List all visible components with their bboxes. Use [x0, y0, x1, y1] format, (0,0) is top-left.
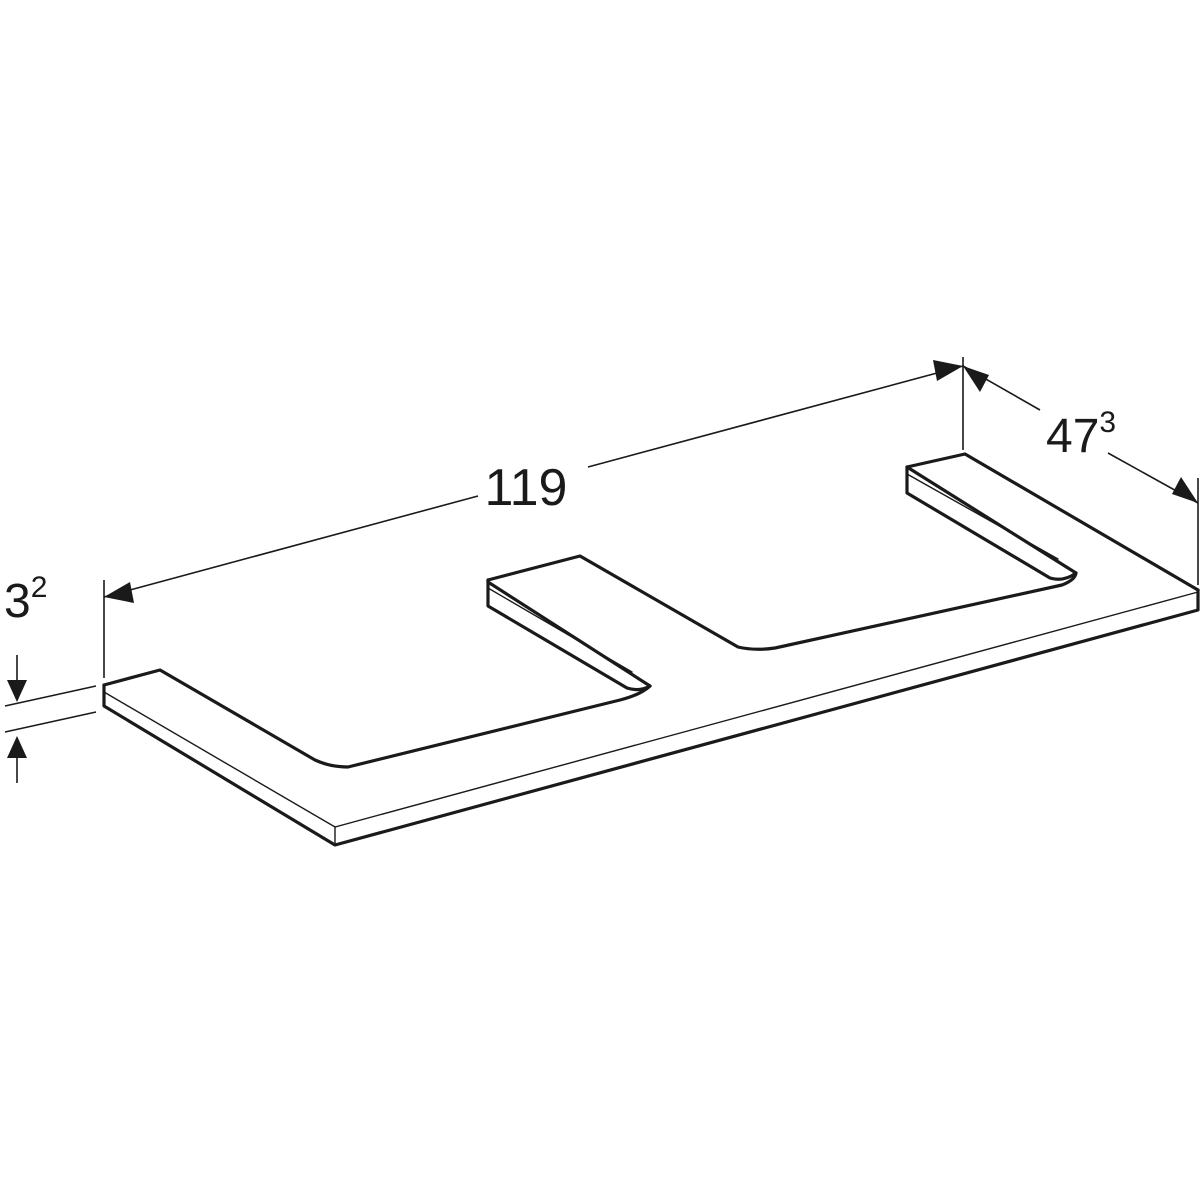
- thickness-label-base: 3: [4, 575, 31, 628]
- depth-arrow-bottom: [1172, 477, 1198, 503]
- width-dimension-line-left: [103, 495, 479, 598]
- depth-arrow-top: [963, 366, 989, 392]
- thickness-label-sup: 2: [31, 571, 48, 604]
- thickness-label: 32: [4, 571, 47, 628]
- right-cutout-end-face: [905, 465, 1078, 581]
- width-dimension-line-right: [587, 365, 964, 468]
- thickness-extension-line-top: [4, 685, 97, 707]
- depth-dimension: 473: [962, 365, 1199, 585]
- countertop-front-face: [102, 588, 1200, 847]
- depth-label: 473: [1046, 406, 1116, 463]
- countertop-panel: [102, 452, 1200, 847]
- width-label: 119: [485, 459, 568, 517]
- depth-label-sup: 3: [1099, 406, 1116, 439]
- width-dimension: 119: [103, 357, 964, 678]
- width-arrow-left: [104, 582, 134, 603]
- width-arrow-right: [933, 360, 963, 381]
- right-cutout-edge-line: [906, 473, 1059, 560]
- countertop-top-face: [102, 452, 1200, 769]
- thickness-dimension: 32: [4, 571, 97, 783]
- left-cutout-edge-line: [487, 587, 633, 673]
- countertop-edge-line-front: [103, 591, 1199, 828]
- left-cutout-end-face: [486, 578, 652, 692]
- depth-label-base: 47: [1046, 410, 1099, 463]
- thickness-arrow-bottom: [7, 736, 27, 758]
- thickness-extension-line-bottom: [4, 711, 97, 733]
- thickness-arrow-top: [7, 680, 27, 702]
